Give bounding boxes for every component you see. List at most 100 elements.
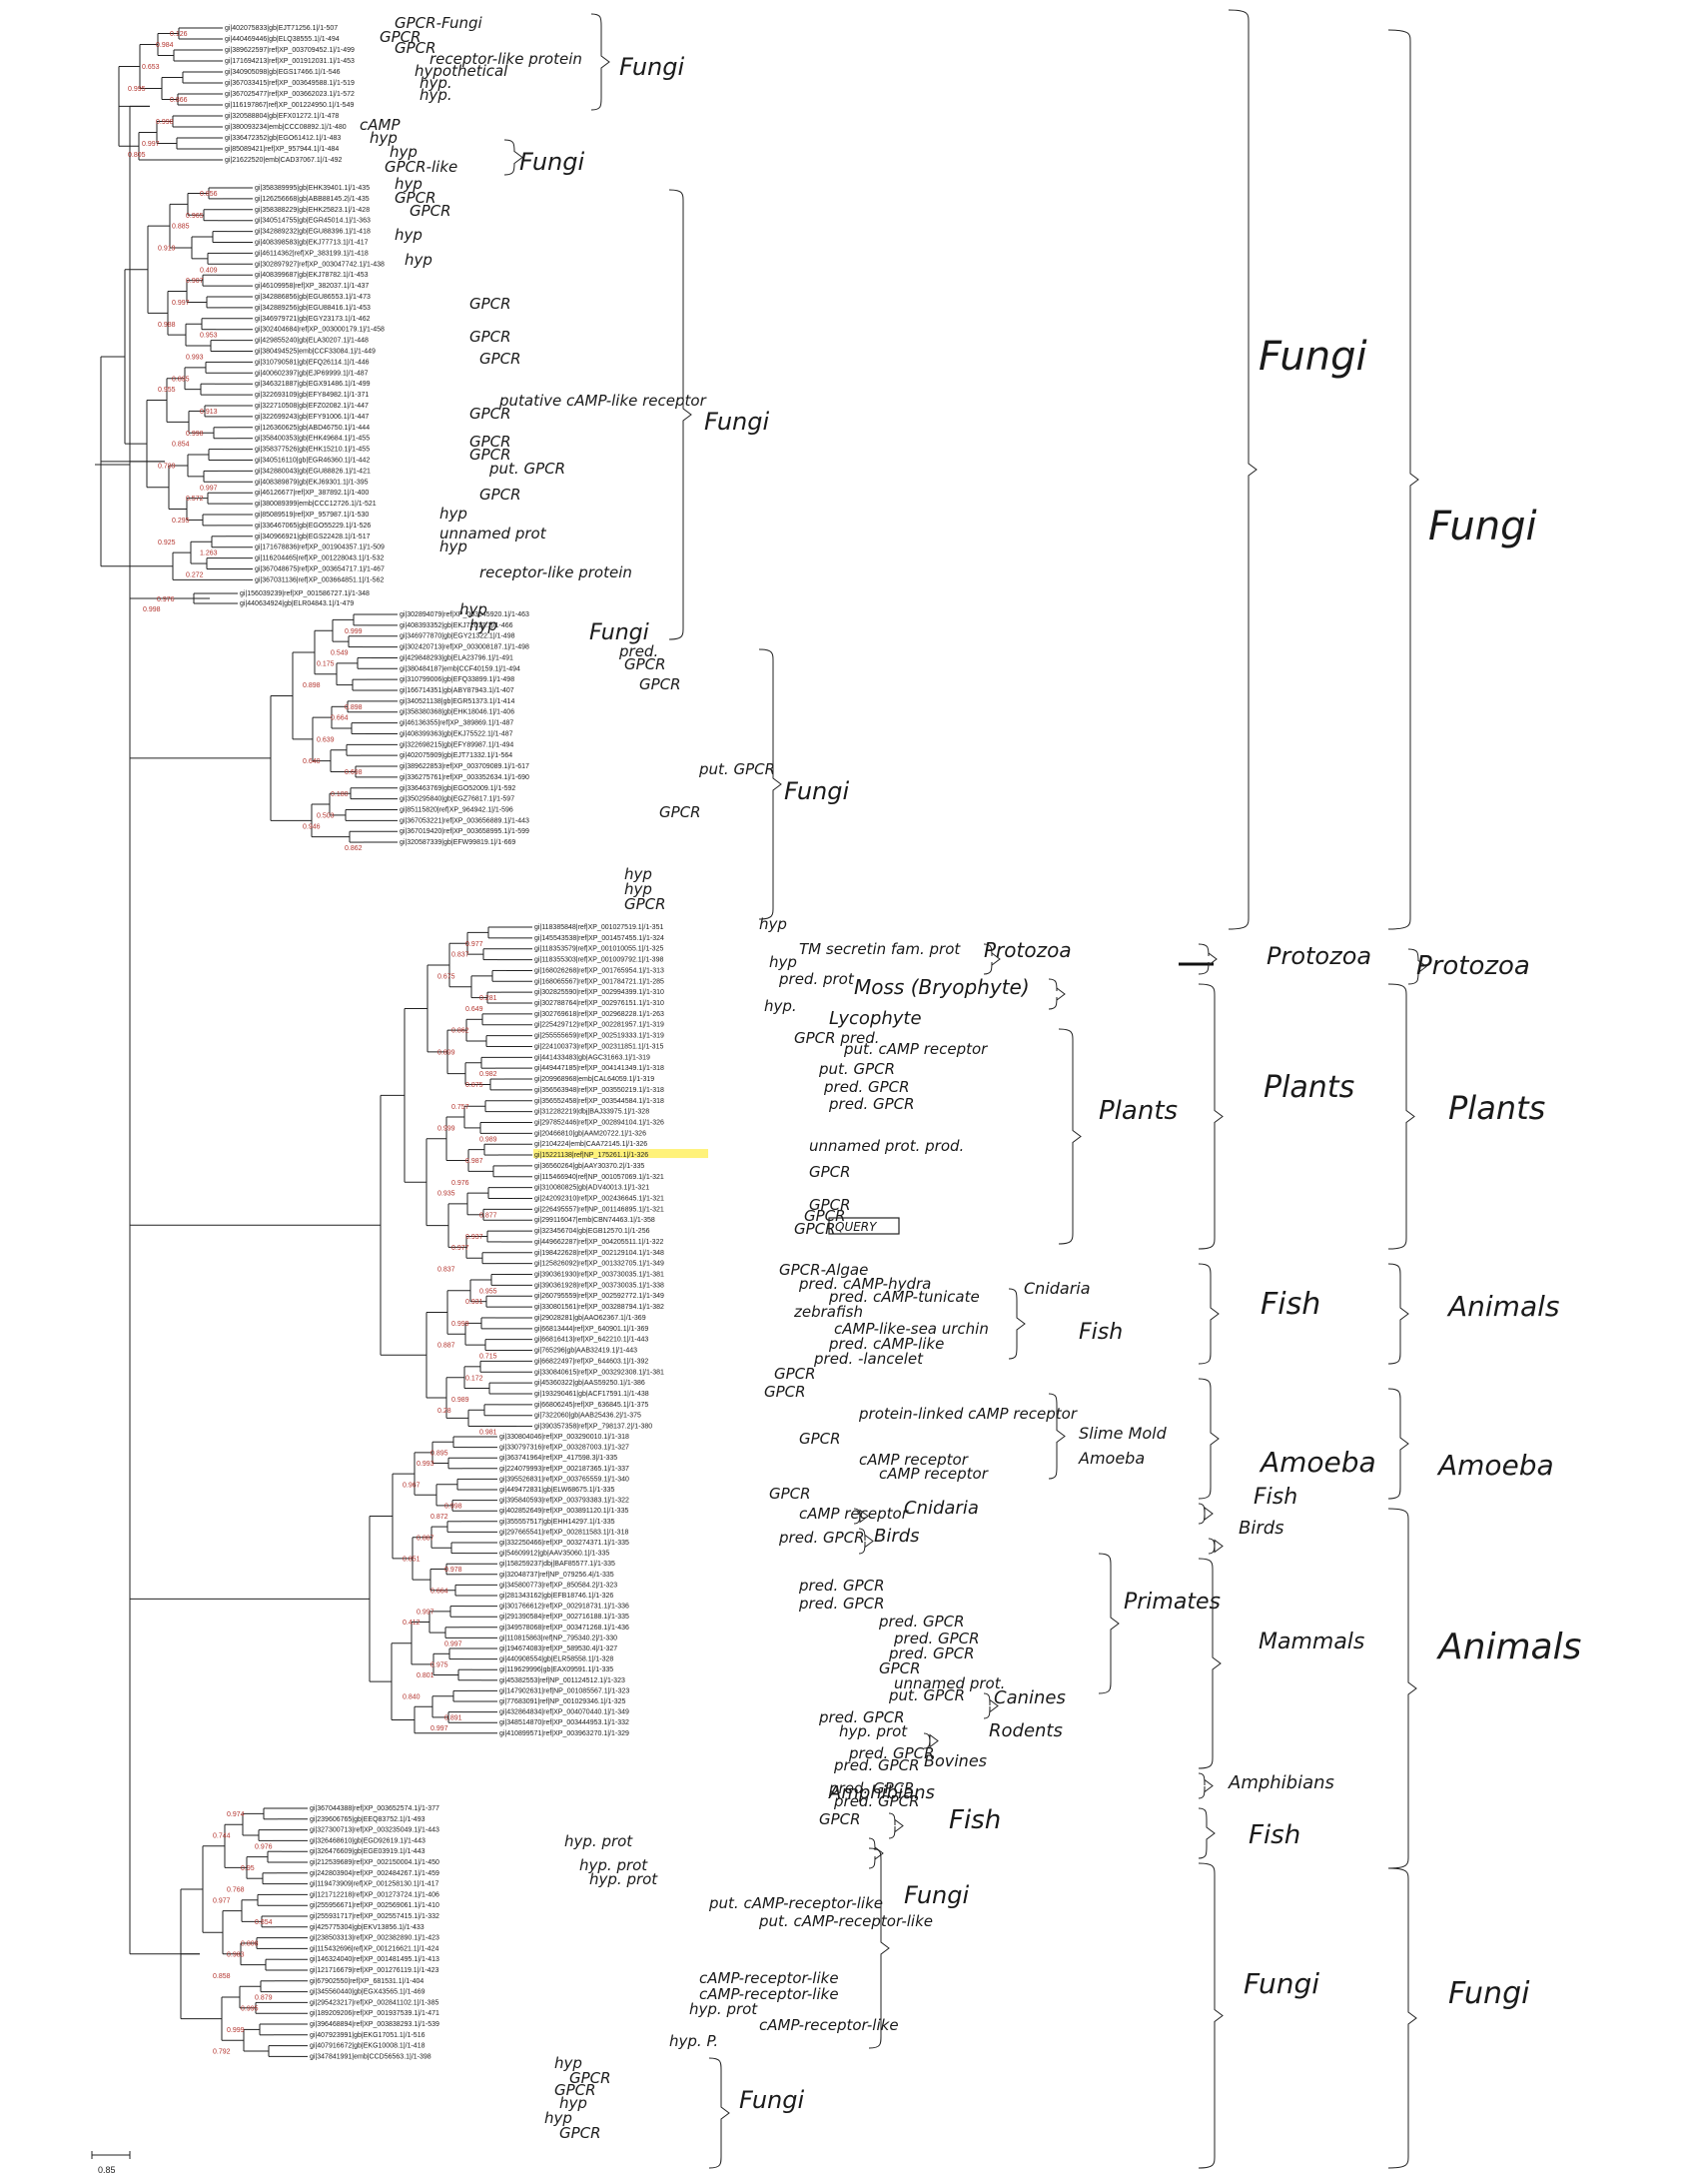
bootstrap-value: 0.715 [479, 1354, 497, 1361]
leaf-label: gi|390361928|ref|XP_003730035.1|/1-338 [534, 1282, 664, 1289]
bootstrap-value: 0.887 [417, 1535, 434, 1542]
clade-label-mid: Amphibians [1228, 1772, 1334, 1793]
annotation-note: hyp. [764, 997, 797, 1015]
leaf-label: gi|85089421|ref|XP_957944.1|/1-484 [225, 146, 339, 153]
bootstrap-value: 0.995 [241, 2005, 259, 2012]
bootstrap-value: 0.977 [451, 1245, 469, 1252]
annotation-note: hyp [769, 953, 797, 971]
leaf-label: gi|380093234|emb|CCC08892.1|/1-480 [225, 124, 347, 131]
clade-bracket [868, 1847, 890, 2049]
annotation-note: GPCR [624, 895, 666, 913]
leaf-label: gi|121712218|ref|XP_001273724.1|/1-406 [310, 1891, 439, 1898]
clade-bracket [923, 1732, 939, 1749]
clade-bracket [1048, 1393, 1066, 1480]
leaf-label: gi|326468610|gb|EGD92619.1|/1-443 [310, 1837, 425, 1844]
leaf-label: gi|367033415|ref|XP_003649588.1|/1-519 [225, 80, 355, 87]
leaf-label: gi|429848293|gb|ELA23796.1|/1-491 [400, 654, 513, 661]
clade-brackets [503, 9, 1427, 2169]
bootstrap-value: 0.837 [437, 1267, 455, 1274]
annotation-note: cAMP-receptor-like [759, 2016, 899, 2034]
annotation-note: pred. GPCR [833, 1756, 920, 1774]
leaf-label: gi|46136355|ref|XP_389869.1|/1-487 [400, 720, 513, 727]
annotation-note: hypothetical [415, 62, 508, 80]
leaf-label: gi|126360625|gb|ABD46750.1|/1-444 [255, 425, 370, 432]
annotation-note: GPCR [380, 28, 422, 46]
bootstrap-value: 0.925 [158, 540, 176, 546]
leaf-label: gi|295423217|ref|XP_002841102.1|/1-385 [310, 1999, 438, 2006]
leaf-label: gi|367048675|ref|XP_003654717.1|/1-467 [255, 566, 385, 573]
leaf-label: gi|146324040|ref|XP_001481495.1|/1-413 [310, 1956, 439, 1963]
leaf-label: gi|46109958|ref|XP_382037.1|/1-437 [255, 283, 369, 290]
annotation-note: pred. GPCR [893, 1630, 980, 1647]
annotation-note: GPCR [764, 1383, 806, 1401]
annotation-note: pred. cAMP-hydra [798, 1275, 931, 1293]
bootstrap-value: 0.664 [430, 1588, 448, 1595]
clade-bracket [758, 648, 782, 920]
annotation-note: GPCR [624, 655, 666, 673]
leaf-label: gi|449662287|ref|XP_004205511.1|/1-322 [534, 1239, 663, 1246]
bootstrap-value: 0.698 [345, 769, 363, 776]
clade-bracket [858, 1528, 874, 1555]
clade-bracket [1058, 1028, 1082, 1245]
bootstrap-value: 0.757 [451, 1104, 469, 1111]
leaf-label: gi|255931717|ref|XP_002557415.1|/1-332 [310, 1913, 439, 1920]
leaf-label: gi|302769618|ref|XP_002968228.1|/1-263 [534, 1011, 664, 1018]
annotation-note: pred. GPCR [888, 1644, 975, 1662]
leaf-label: gi|395526831|ref|XP_003765559.1|/1-340 [499, 1476, 629, 1483]
leaf-label: gi|350295840|gb|EGZ76817.1|/1-597 [400, 796, 514, 803]
clade-bracket [590, 13, 610, 111]
leaf-label: gi|395840593|ref|XP_003793383.1|/1-322 [499, 1498, 629, 1505]
leaf-label: gi|358380368|gb|EHK18046.1|/1-406 [400, 709, 514, 716]
clade-label-inner: Protozoa [984, 938, 1072, 962]
annotation-note: pred. GPCR [828, 1095, 915, 1113]
leaf-label: gi|302420713|ref|XP_003008187.1|/1-498 [400, 644, 529, 651]
bootstrap-value: 0.988 [158, 322, 176, 329]
clade-bracket [1387, 29, 1419, 930]
bootstrap-value: 0.976 [255, 1843, 273, 1850]
annotation-note: hyp [624, 865, 652, 883]
leaf-label: gi|407923991|gb|EKG17051.1|/1-516 [310, 2032, 425, 2039]
leaf-label: gi|402075909|gb|EJT71332.1|/1-564 [400, 752, 512, 759]
clade-bracket [1387, 1867, 1417, 2169]
clade-bracket [668, 189, 692, 640]
annotation-note: pred. GPCR [823, 1078, 910, 1096]
annotation-note: hyp [544, 2109, 572, 2127]
leaf-label: gi|297852446|ref|XP_002894104.1|/1-326 [534, 1119, 664, 1126]
clade-label-inner: Slime Mold [1079, 1424, 1168, 1443]
bootstrap-value: 0.805 [128, 152, 146, 159]
clade-label-inner: Cnidaria [1024, 1279, 1091, 1298]
bootstrap-value: 0.95 [241, 1865, 255, 1872]
leaf-label: gi|126256668|gb|ABB88145.2|/1-435 [255, 196, 370, 203]
bootstrap-value: 0.877 [479, 1212, 497, 1219]
bootstrap-value: 0.649 [465, 1006, 483, 1013]
bootstrap-value: 0.887 [437, 1343, 455, 1350]
bootstrap-value: 0.999 [227, 2027, 245, 2034]
leaf-label: gi|312282219|dbj|BAJ33975.1|/1-328 [534, 1109, 649, 1116]
leaf-label: gi|440469446|gb|ELQ38555.1|/1-494 [225, 36, 340, 43]
annotation-note: hyp. prot [579, 1856, 648, 1874]
clade-bracket [983, 943, 1001, 975]
bootstrap-value: 0.639 [317, 736, 335, 743]
clade-bracket [1198, 1558, 1222, 1769]
leaf-label: gi|36560264|gb|AAY30370.2|/1-335 [534, 1163, 644, 1170]
leaf-label: gi|310080825|gb|ADV40013.1|/1-321 [534, 1185, 649, 1192]
bootstrap-value: 0.976 [157, 596, 175, 603]
annotation-note: hyp [559, 2094, 587, 2112]
bootstrap-value: 0.789 [158, 464, 176, 471]
bootstrap-value: 0.837 [451, 952, 469, 959]
bootstrap-value: 0.854 [255, 1919, 273, 1926]
leaf-label: gi|297665541|ref|XP_002811583.1|/1-318 [499, 1529, 628, 1536]
leaf-label: gi|356552458|ref|XP_003544584.1|/1-318 [534, 1098, 664, 1105]
clade-label-outer: Animals [1436, 1627, 1581, 1667]
annotation-note: cAMP-like-sea urchin [834, 1320, 989, 1338]
leaf-label: gi|166714351|gb|ABY87943.1|/1-407 [400, 687, 514, 694]
leaf-label: gi|326476609|gb|EGE03919.1|/1-443 [310, 1848, 425, 1855]
annotation-note: pred. GPCR [848, 1744, 935, 1762]
annotation-note: hyp. prot [839, 1722, 908, 1740]
bootstrap-value: 0.875 [465, 1082, 483, 1089]
clade-bracket [1198, 1772, 1214, 1799]
annotation-note: hyp [439, 505, 467, 523]
bootstrap-value: 0.858 [213, 1973, 231, 1980]
leaf-label: gi|302404684|ref|XP_003000179.1|/1-458 [255, 327, 385, 334]
